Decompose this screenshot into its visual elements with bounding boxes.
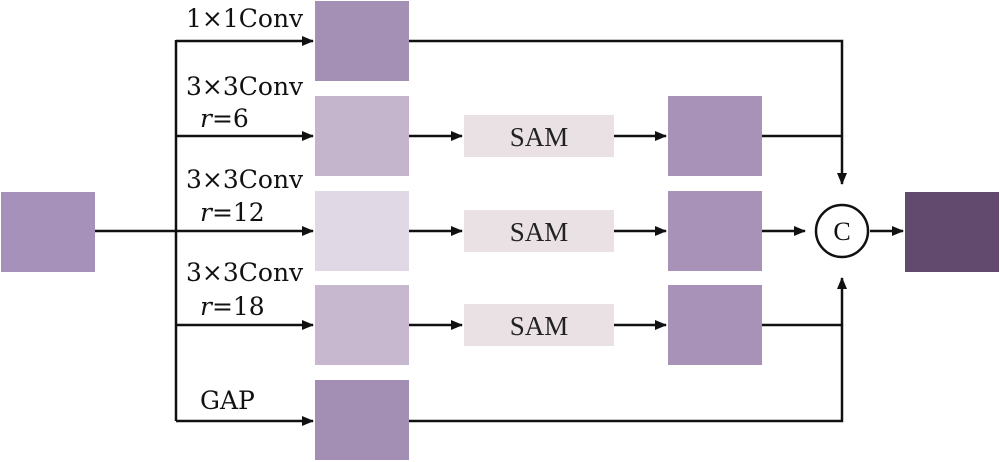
- label-rate-r6: r=6: [200, 106, 249, 131]
- conv1x1-block: [315, 1, 409, 81]
- label-conv1x1: 1×1Conv: [186, 4, 304, 33]
- conv-r18-block: [315, 285, 409, 365]
- concat-symbol: C: [833, 217, 850, 246]
- sam-output-block-1: [668, 96, 762, 176]
- sam-label-3: SAM: [510, 311, 569, 341]
- rate-val-r18: =18: [211, 292, 265, 321]
- sam-block-2: [464, 210, 614, 252]
- input-feature-block: [1, 192, 95, 272]
- rate-val-r12: =12: [211, 198, 265, 227]
- conv-r6-block: [315, 96, 409, 176]
- route-gap-to-concat: [409, 277, 847, 423]
- conv-r12-block: [315, 191, 409, 271]
- label-rate-r18: r=18: [200, 294, 265, 319]
- sam-label-2: SAM: [510, 217, 569, 247]
- rate-val-r6: =6: [211, 104, 249, 133]
- route-conv1x1-to-concat: [409, 39, 847, 185]
- label-conv3x3-r18: 3×3Conv: [186, 258, 304, 287]
- label-conv3x3-r6: 3×3Conv: [186, 72, 304, 101]
- connector-lines: [95, 36, 904, 426]
- label-gap: GAP: [200, 386, 255, 415]
- label-rate-r12: r=12: [200, 200, 265, 225]
- output-feature-block: [905, 192, 999, 272]
- label-conv3x3-r12: 3×3Conv: [186, 165, 304, 194]
- sam-block-1: [464, 115, 614, 157]
- rate-var-r12: r: [200, 198, 212, 227]
- rate-var-r18: r: [200, 292, 212, 321]
- sam-block-3: [464, 304, 614, 346]
- sam-output-block-2: [668, 191, 762, 271]
- gap-block: [315, 380, 409, 460]
- concat-node: [814, 203, 870, 259]
- sam-label-1: SAM: [510, 122, 569, 152]
- rate-var-r6: r: [200, 104, 212, 133]
- sam-output-block-3: [668, 285, 762, 365]
